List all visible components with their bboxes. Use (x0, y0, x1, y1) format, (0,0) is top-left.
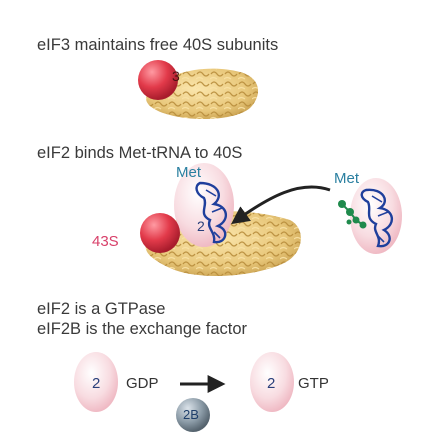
eif3-sphere-panel2 (140, 213, 180, 253)
met-label-bound: Met (176, 164, 202, 181)
eif2-ellipse-gdp (74, 352, 118, 412)
caption-eif2-binds-met-trna: eIF2 binds Met-tRNA to 40S (37, 144, 243, 162)
gtp-label: GTP (298, 375, 329, 392)
eif2-label-gdp: 2 (92, 375, 101, 392)
met-label-free: Met (334, 170, 360, 187)
eif2-label-gtp: 2 (267, 375, 276, 392)
complex-43s-label: 43S (92, 233, 119, 250)
eif2b-label: 2B (183, 407, 199, 422)
eif2-ellipse-gtp (250, 352, 294, 412)
eif2b-sphere (176, 398, 210, 432)
eif2-label-panel2: 2 (197, 218, 205, 234)
binding-arrow (231, 185, 331, 225)
methionine-chain (338, 200, 367, 229)
caption-eif2b-exchange: eIF2B is the exchange factor (37, 320, 248, 338)
eif3-sphere-panel1 (138, 60, 178, 100)
caption-eif3-maintains-40s: eIF3 maintains free 40S subunits (37, 36, 279, 54)
met-trna-free (360, 188, 393, 248)
gdp-label: GDP (126, 375, 159, 392)
caption-eif2-gtpase: eIF2 is a GTPase (37, 300, 166, 318)
eif3-label-panel1: 3 (172, 68, 180, 84)
met-trna-bound (195, 181, 227, 244)
